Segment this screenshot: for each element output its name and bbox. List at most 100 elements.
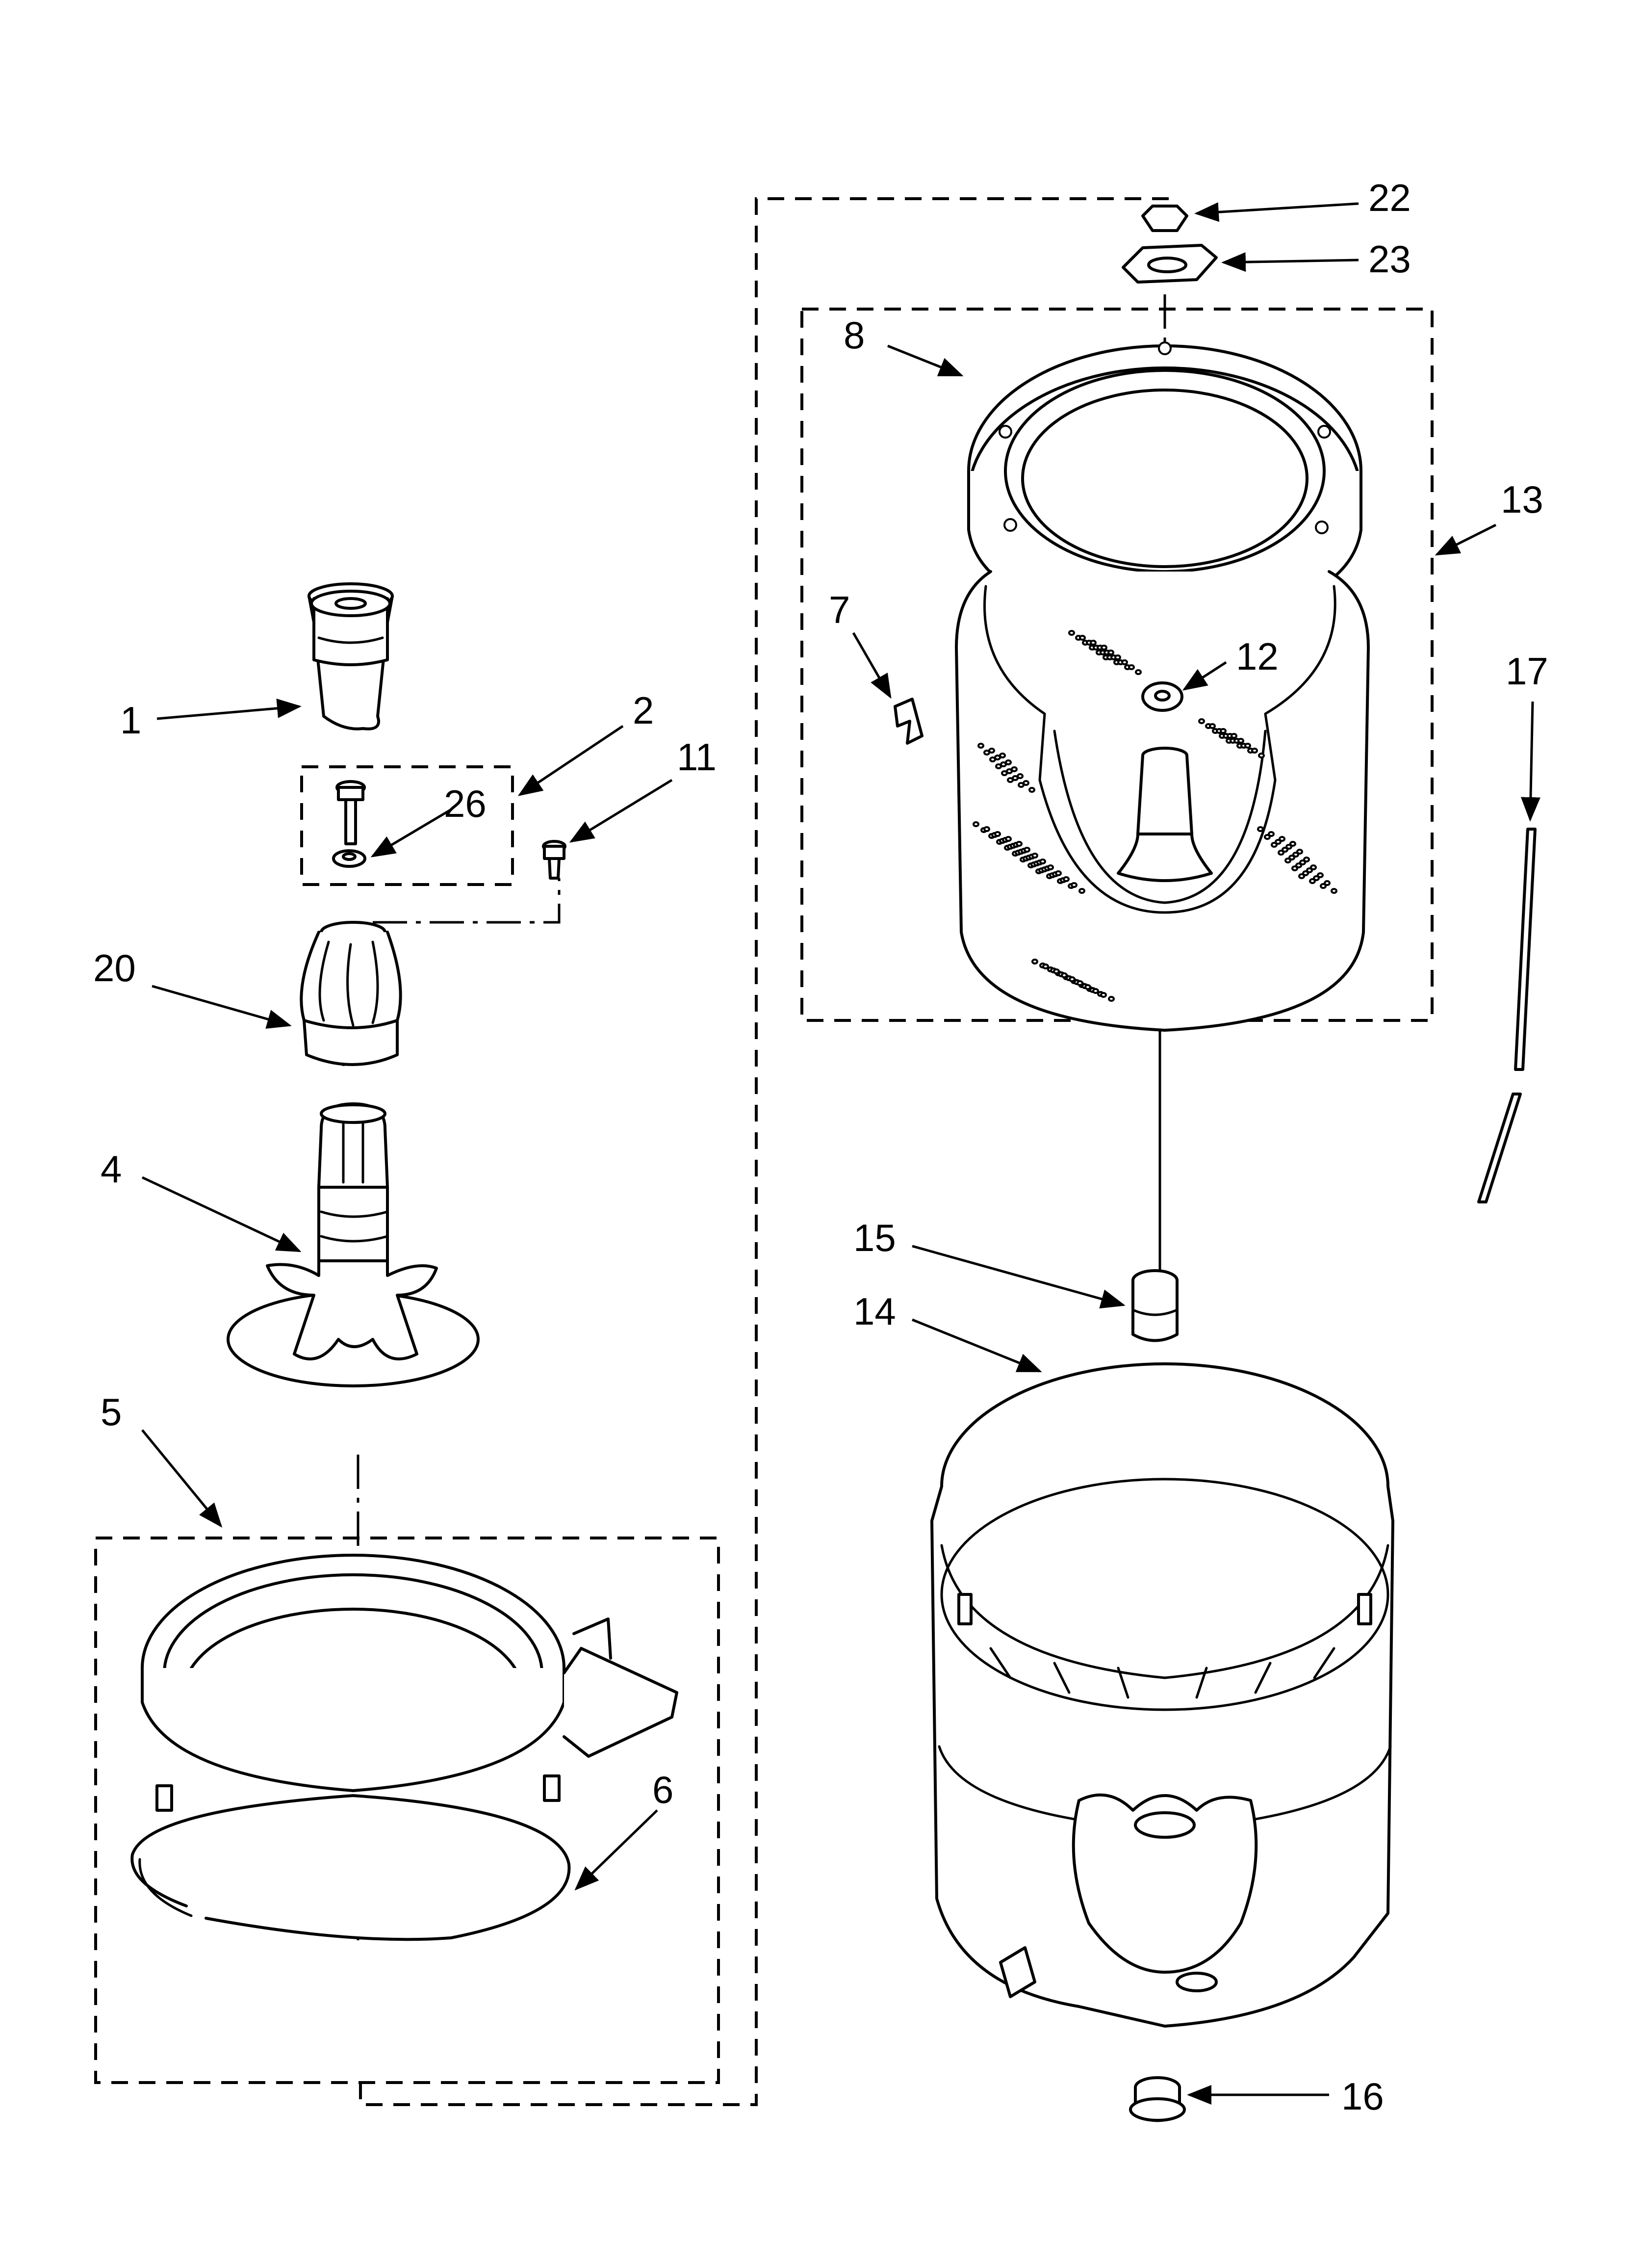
callout-4: 4 xyxy=(101,1147,122,1191)
perforation-hole xyxy=(1063,876,1070,882)
part-agitator-base xyxy=(227,1102,480,1387)
perforation-hole xyxy=(1028,787,1035,793)
part-retaining-ring xyxy=(130,1794,571,1941)
perforation-hole xyxy=(1084,984,1091,990)
callout-20: 20 xyxy=(93,946,136,990)
callout-5: 5 xyxy=(101,1390,122,1434)
perforation-hole xyxy=(1114,654,1121,660)
perforation-hole xyxy=(1302,870,1309,876)
callout-2: 2 xyxy=(633,689,654,732)
perforation-hole xyxy=(1078,888,1085,894)
leader-12 xyxy=(1182,661,1227,691)
perforation-hole xyxy=(1042,964,1049,969)
leader-23 xyxy=(1221,252,1359,272)
callout-14: 14 xyxy=(853,1290,896,1333)
leader-15 xyxy=(912,1245,1126,1309)
perforation-hole xyxy=(1068,630,1075,636)
perforation-hole xyxy=(1121,659,1128,665)
perforation-hole xyxy=(988,748,995,754)
perforation-hole xyxy=(1306,867,1313,873)
perforation-hole xyxy=(1220,728,1227,734)
leader-4 xyxy=(141,1176,302,1252)
perforation-hole xyxy=(1005,759,1012,765)
callout-13: 13 xyxy=(1501,478,1543,521)
leader-7 xyxy=(852,632,892,699)
leader-8 xyxy=(887,344,964,377)
part-agitator-bolt xyxy=(335,780,366,845)
part-tub-ring xyxy=(141,1554,678,1880)
perforation-hole xyxy=(1309,878,1316,884)
perforation-hole xyxy=(1317,872,1324,878)
perforation-hole xyxy=(1271,842,1278,848)
perforation-hole xyxy=(1031,853,1038,859)
perforation-hole xyxy=(1016,841,1023,847)
perforation-hole xyxy=(1231,733,1237,739)
perforation-hole xyxy=(1284,858,1291,863)
leader-14 xyxy=(912,1318,1042,1373)
perforation-hole xyxy=(1101,645,1107,651)
perforation-hole xyxy=(1295,862,1302,868)
perforation-hole xyxy=(1079,635,1086,641)
leader-17 xyxy=(1520,701,1540,822)
callout-16: 16 xyxy=(1341,2075,1384,2118)
callout-12: 12 xyxy=(1236,635,1279,678)
callout-8: 8 xyxy=(844,313,865,357)
part-outer-tub xyxy=(930,1362,1394,2028)
perforation-hole xyxy=(983,826,990,832)
perforation-hole xyxy=(1055,870,1062,876)
perforation-hole xyxy=(1209,723,1216,729)
perforation-hole xyxy=(999,753,1006,758)
perforation-hole xyxy=(1024,847,1030,853)
perforation-hole xyxy=(1061,972,1068,978)
part-clip xyxy=(894,698,924,745)
callout-22: 22 xyxy=(1368,176,1411,219)
perforation-hole xyxy=(1100,992,1107,998)
perforation-hole xyxy=(1279,836,1285,842)
perforation-hole xyxy=(1107,650,1114,655)
perforation-hole xyxy=(977,743,984,749)
perforation-hole xyxy=(1090,640,1097,646)
perforation-hole xyxy=(1053,968,1060,974)
group-box-tub-ring xyxy=(94,1537,720,2084)
perforation-hole xyxy=(1128,664,1135,670)
part-hub-bushing xyxy=(1131,1269,1179,1342)
callout-23: 23 xyxy=(1368,237,1411,281)
perforation-hole xyxy=(1005,836,1012,842)
callout-15: 15 xyxy=(853,1216,896,1259)
perforation-hole xyxy=(1303,857,1310,862)
part-drain-plug xyxy=(1129,2076,1186,2122)
perforation-hole xyxy=(1135,669,1142,675)
basket-perforations xyxy=(973,630,1337,1002)
part-balance-ring xyxy=(967,341,1362,625)
leader-6 xyxy=(574,1809,658,1891)
perforation-hole xyxy=(994,831,1001,837)
perforation-hole xyxy=(1320,883,1327,889)
perforation-hole xyxy=(1268,831,1275,837)
leader-5 xyxy=(141,1429,223,1528)
perforation-hole xyxy=(1257,826,1264,832)
perforation-hole xyxy=(1278,850,1284,856)
part-drive-seal xyxy=(1141,681,1183,712)
callout-26: 26 xyxy=(444,782,487,825)
perforation-hole xyxy=(1069,976,1076,982)
perforation-hole xyxy=(1324,880,1331,886)
leader-11 xyxy=(569,779,673,843)
leader-22 xyxy=(1194,202,1359,222)
perforation-hole xyxy=(1285,844,1292,850)
perforation-hole xyxy=(1275,839,1282,845)
perforation-hole xyxy=(1244,743,1251,749)
perforation-hole xyxy=(1092,988,1099,994)
perforation-hole xyxy=(1299,860,1306,865)
perforation-hole xyxy=(1071,882,1078,888)
perforation-hole xyxy=(1264,834,1271,840)
leader-26 xyxy=(370,808,452,858)
part-spin-hub xyxy=(1122,244,1218,284)
perforation-hole xyxy=(1288,855,1295,860)
perforation-hole xyxy=(1289,841,1296,847)
perforation-hole xyxy=(1251,748,1258,754)
perforation-hole xyxy=(1296,849,1303,855)
part-hose xyxy=(1477,828,1537,1203)
perforation-hole xyxy=(1031,959,1038,965)
perforation-hole xyxy=(1282,847,1288,853)
